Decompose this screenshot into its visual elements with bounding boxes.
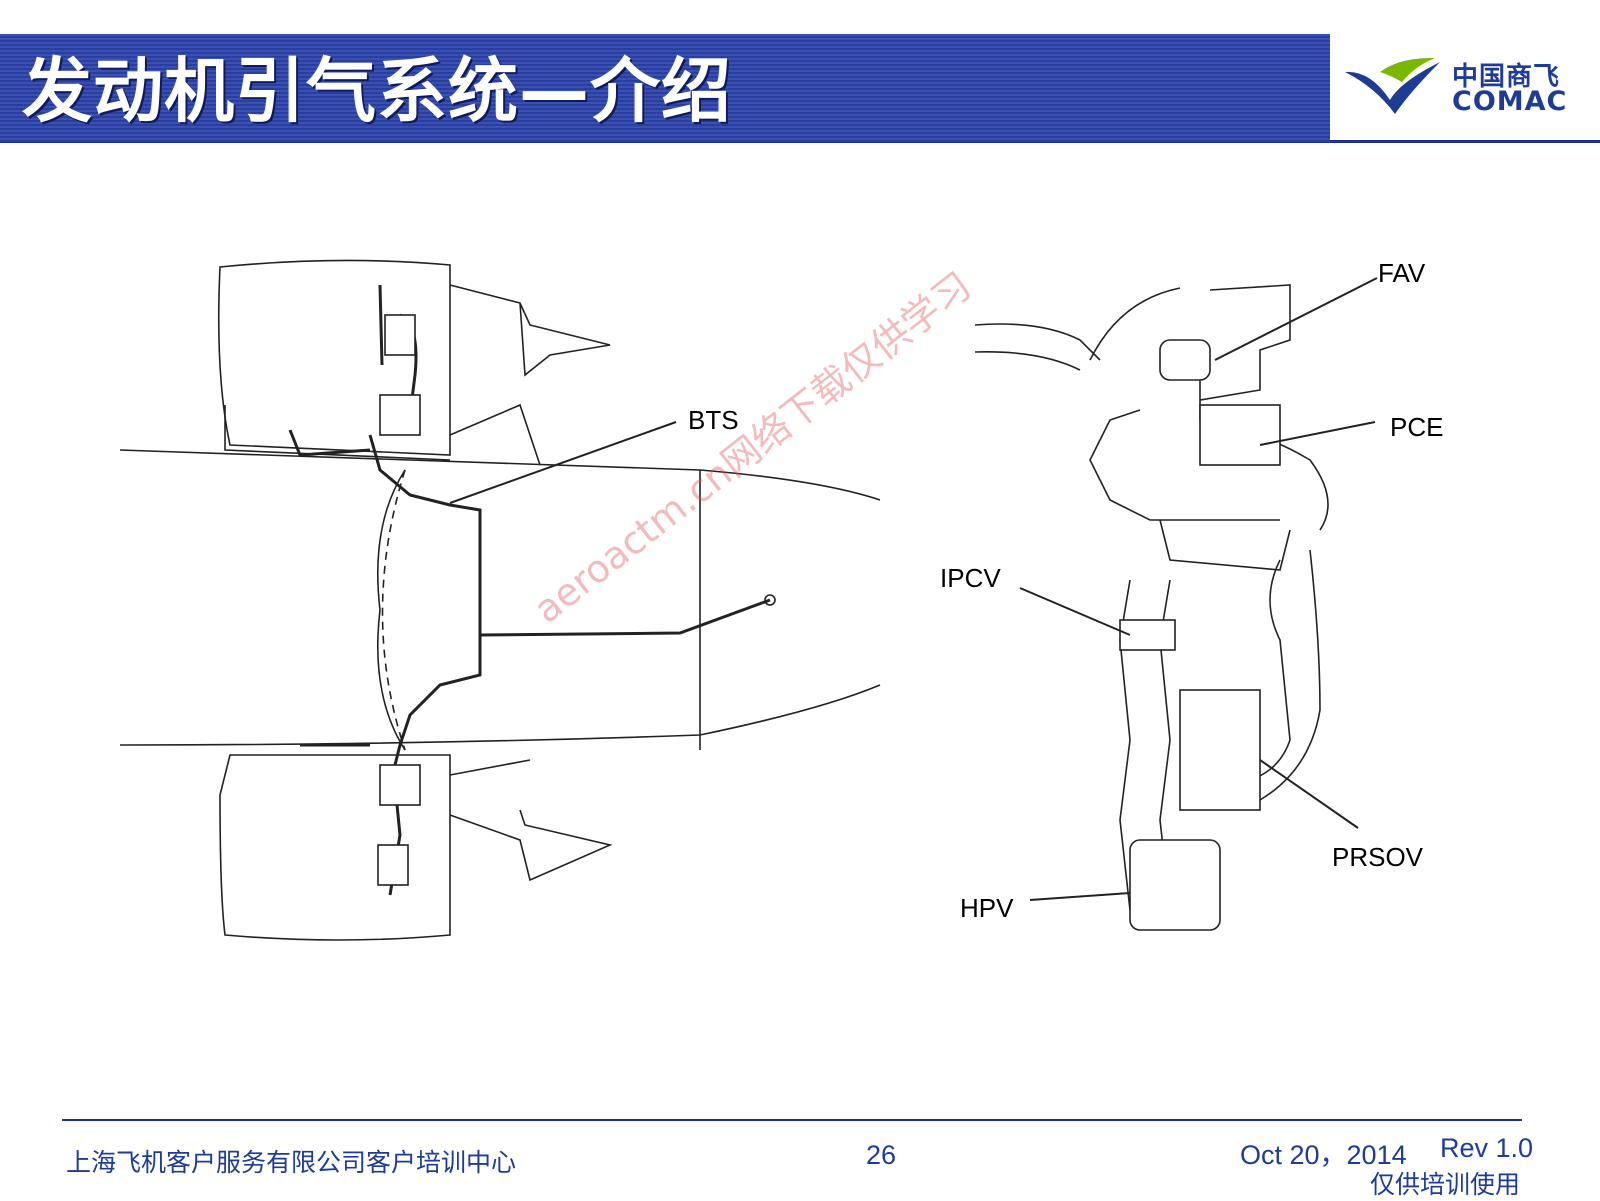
page-number: 26 <box>866 1140 897 1170</box>
label-bts: BTS <box>688 405 739 435</box>
upper-wing-edge <box>120 449 881 501</box>
title-bar <box>0 34 1330 142</box>
label-fav: FAV <box>1378 258 1426 288</box>
upper-engine-exhaust <box>449 284 611 466</box>
label-prsov: PRSOV <box>1332 842 1424 872</box>
crossover-duct <box>478 555 771 655</box>
footer-organization: 上海飞机客户服务有限公司客户培训中心 <box>66 1148 517 1177</box>
page-title: 发动机引气系统—介绍 <box>22 50 732 132</box>
lower-wing-edge <box>120 684 881 746</box>
precooler-body <box>1089 284 1329 531</box>
precooler-housing <box>1199 404 1281 466</box>
hpv-valve <box>1129 839 1221 931</box>
bts-leader-line <box>449 421 677 504</box>
bleed-valve-assembly-diagram <box>974 277 1378 931</box>
comac-logo: 中国商飞 COMAC <box>1340 52 1590 122</box>
footer-date: Oct 20，2014 <box>1240 1140 1407 1170</box>
footer-usage-note: 仅供培训使用 <box>1370 1170 1521 1199</box>
right-bleed-duct <box>1249 549 1321 801</box>
upper-engine-nacelle <box>217 259 451 456</box>
label-hpv: HPV <box>960 893 1014 923</box>
fuselage-section <box>376 469 701 751</box>
engine-bleed-layout-diagram <box>120 259 881 941</box>
lower-engine-exhaust <box>449 759 613 882</box>
comac-logo-mark-icon <box>1345 57 1440 114</box>
label-pce: PCE <box>1390 412 1444 442</box>
ipcv-leader-line <box>1019 587 1131 636</box>
footer-divider <box>62 1119 1522 1121</box>
prsov-valve <box>1179 689 1261 811</box>
logo-english-text: COMAC <box>1452 86 1568 117</box>
hpv-leader-line <box>1029 892 1131 901</box>
fav-valve <box>1159 339 1211 381</box>
fav-leader-line <box>1214 277 1378 361</box>
lower-engine-nacelle <box>219 754 451 941</box>
pce-leader-line <box>1259 421 1376 446</box>
label-ipcv: IPCV <box>940 563 1001 593</box>
prsov-leader-line <box>1259 759 1359 829</box>
logo-chinese-text: 中国商飞 <box>1452 62 1561 92</box>
footer-revision: Rev 1.0 <box>1440 1133 1534 1163</box>
